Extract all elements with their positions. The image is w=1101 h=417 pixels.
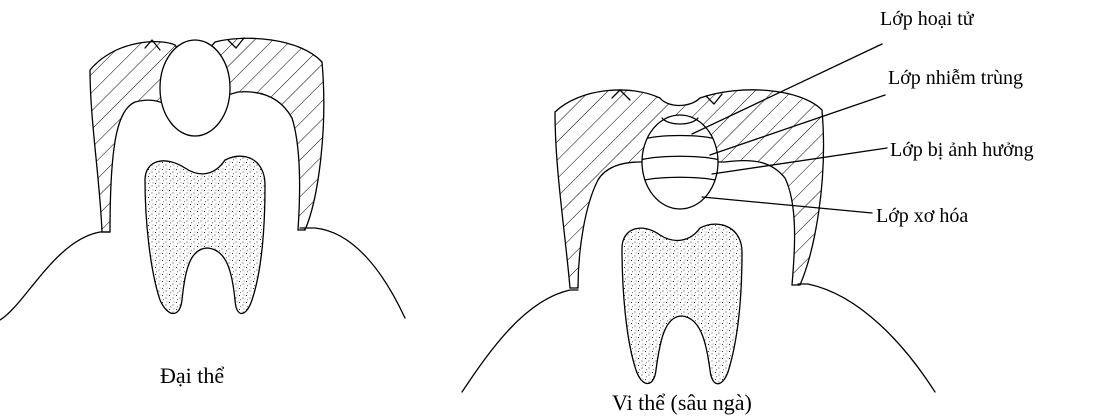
left-caption: Đại thể	[160, 363, 224, 388]
left-pulp	[145, 156, 265, 313]
left-tooth	[0, 38, 405, 320]
right-pulp	[622, 224, 742, 384]
layer-label-affected: Lớp bị ảnh hưởng	[890, 139, 1034, 161]
leader-sclerotic	[702, 197, 872, 213]
layer-label-sclerotic: Lớp xơ hóa	[876, 205, 968, 227]
right-gum-line	[462, 290, 578, 392]
right-tooth	[462, 90, 935, 392]
layer-label-necrotic: Lớp hoại tử	[880, 8, 975, 30]
layer-label-infected: Lớp nhiễm trùng	[888, 67, 1023, 89]
left-caries-cavity	[160, 40, 230, 136]
left-gum-line	[0, 232, 110, 320]
right-caption: Vi thể (sâu ngà)	[612, 390, 752, 415]
